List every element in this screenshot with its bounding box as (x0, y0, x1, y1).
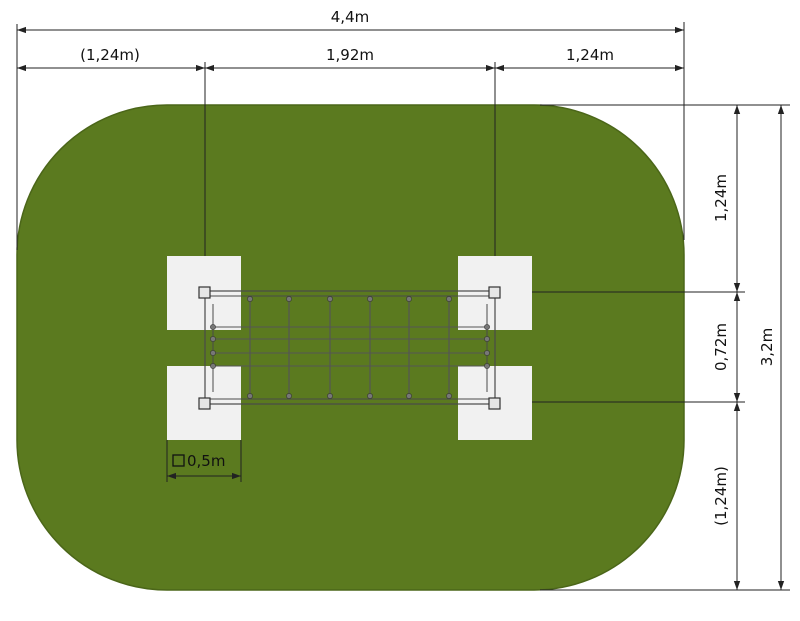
safety-surface (16, 104, 685, 591)
label-bottom-clearance: (1,24m) (712, 466, 730, 526)
dimension-lines (17, 26, 785, 590)
label-footing-size: 0,5m (187, 452, 225, 470)
extension-lines (16, 22, 790, 591)
post-top-left (198, 286, 211, 299)
post-bottom-right (488, 397, 501, 410)
post-top-right (488, 286, 501, 299)
label-left-clearance: (1,24m) (80, 46, 140, 64)
label-right-clearance: 1,24m (566, 46, 614, 64)
label-top-clearance: 1,24m (712, 174, 730, 222)
post-bottom-left (198, 397, 211, 410)
label-total-depth: 3,2m (758, 328, 776, 366)
square-symbol-icon (172, 454, 185, 467)
label-center-depth: 0,72m (712, 323, 730, 371)
climbing-structure (198, 286, 501, 410)
label-total-width: 4,4m (331, 8, 369, 26)
label-center-span: 1,92m (326, 46, 374, 64)
